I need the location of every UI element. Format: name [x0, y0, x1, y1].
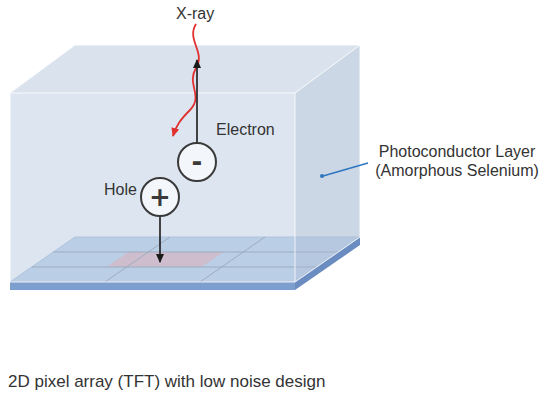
leader-dot [320, 174, 324, 178]
leader-line [323, 163, 368, 176]
xray-arrow [173, 24, 199, 136]
cube-front [10, 93, 295, 282]
charge-sign: + [149, 184, 171, 210]
hole-drift-arrow [159, 215, 161, 262]
electron-circle: - [177, 142, 217, 182]
slab-front [10, 282, 295, 290]
charge-sign: - [192, 149, 203, 175]
cube-top [10, 45, 360, 93]
photoconductor-cube [10, 45, 360, 282]
hole-label: Hole [104, 180, 137, 199]
figure-caption: 2D pixel array (TFT) with low noise desi… [8, 372, 325, 392]
xray-label: X-ray [176, 4, 214, 23]
cube-edges [10, 45, 360, 282]
hole-circle: + [140, 177, 180, 217]
layer-label: Photoconductor Layer (Amorphous Selenium… [368, 142, 546, 180]
electron-label: Electron [216, 120, 275, 139]
electron-drift-arrow [196, 60, 198, 144]
